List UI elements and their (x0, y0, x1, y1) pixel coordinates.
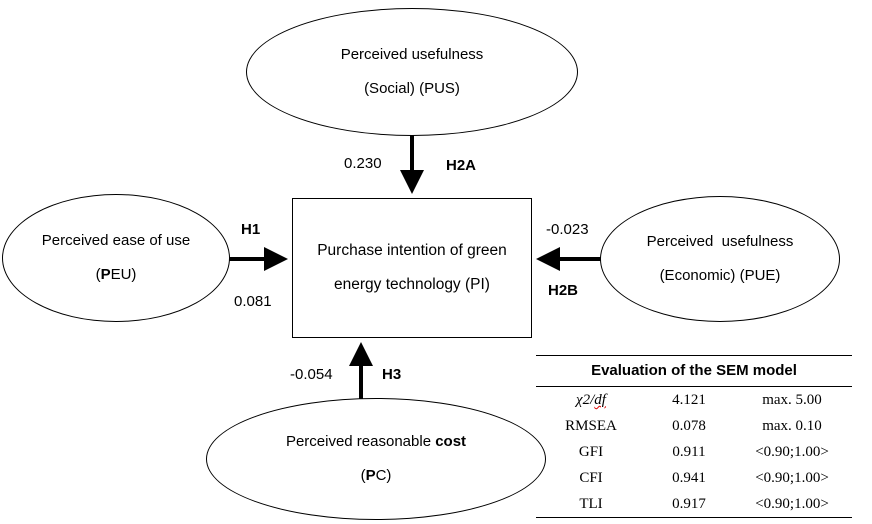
node-pue: Perceived usefulness (Economic) (PUE) (600, 196, 840, 322)
table-cell-value: 4.121 (672, 392, 706, 408)
label-h3: H3 (382, 366, 402, 383)
node-peu-line1: Perceived ease of use (41, 232, 191, 249)
sem-evaluation-table: Evaluation of the SEM model χ2/df 4.121 … (536, 355, 852, 518)
node-peu: Perceived ease of use (PEU) (2, 194, 230, 322)
table-cell-value: 0.911 (672, 444, 706, 460)
coef-h2b: -0.023 (546, 221, 589, 238)
label-h2b: H2B (548, 282, 579, 299)
table-row: χ2/df 4.121 max. 5.00 (536, 387, 852, 413)
table-cell-threshold: <0.90;1.00> (755, 470, 829, 486)
table-row: GFI 0.911 <0.90;1.00> (536, 439, 852, 465)
table-cell-index: χ2/df (576, 392, 606, 408)
table-cell-threshold: <0.90;1.00> (755, 496, 829, 512)
node-pc-line2: (PC) (360, 467, 392, 484)
table-cell-threshold: max. 0.10 (762, 418, 822, 434)
coef-h1: 0.081 (234, 293, 272, 310)
label-h1: H1 (241, 221, 261, 238)
node-pue-line2: (Economic) (PUE) (659, 267, 781, 284)
node-pus-line1: Perceived usefulness (340, 46, 484, 63)
node-pue-line1: Perceived usefulness (646, 233, 794, 250)
table-cell-value: 0.078 (672, 418, 706, 434)
label-h2a: H2A (446, 157, 477, 174)
node-peu-line2: (PEU) (95, 266, 137, 283)
node-pus: Perceived usefulness (Social) (PUS) (246, 8, 578, 136)
table-cell-value: 0.941 (672, 470, 706, 486)
table-cell-index: GFI (578, 444, 604, 460)
coef-h2a: 0.230 (344, 155, 382, 172)
table-cell-threshold: max. 5.00 (762, 392, 822, 408)
table-cell-index: CFI (579, 470, 603, 486)
table-title: Evaluation of the SEM model (536, 355, 852, 387)
table-row: CFI 0.941 <0.90;1.00> (536, 465, 852, 491)
node-pc-line1: Perceived reasonable cost (285, 433, 467, 450)
table-cell-index: RMSEA (565, 418, 617, 434)
node-pus-line2: (Social) (PUS) (364, 80, 460, 97)
table-cell-index: TLI (579, 496, 603, 512)
node-pi-line1: Purchase intention of green (317, 242, 507, 259)
node-pi: Purchase intention of green energy techn… (292, 198, 532, 338)
coef-h3: -0.054 (290, 366, 333, 383)
node-pc: Perceived reasonable cost (PC) (206, 398, 546, 520)
table-cell-threshold: <0.90;1.00> (755, 444, 829, 460)
table-row: TLI 0.917 <0.90;1.00> (536, 491, 852, 518)
table-row: RMSEA 0.078 max. 0.10 (536, 413, 852, 439)
table-cell-value: 0.917 (672, 496, 706, 512)
node-pi-line2: energy technology (PI) (334, 276, 490, 293)
